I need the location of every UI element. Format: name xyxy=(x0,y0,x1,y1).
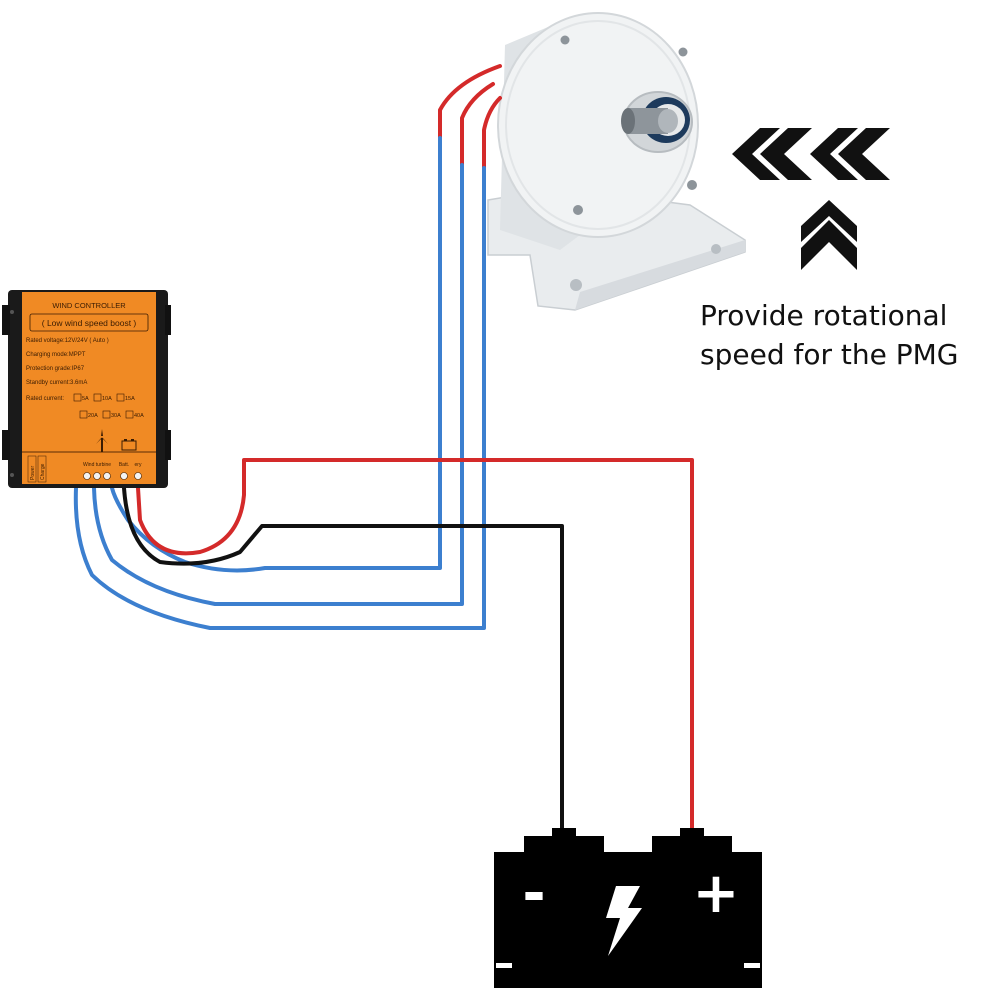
double-chevron-left-icon xyxy=(732,128,890,180)
battery-terminal-positive xyxy=(652,836,732,854)
housing-bolt xyxy=(687,180,697,190)
double-chevron-up-icon xyxy=(801,200,857,270)
terminal-label-wind-turbine: Wind turbine xyxy=(83,462,111,468)
phase-wire-2 xyxy=(92,163,464,606)
current-option-5a: 5A xyxy=(82,396,89,402)
spec-rated-voltage: Rated voltage:12V/24V ( Auto ) xyxy=(26,338,109,344)
battery-terminal-negative xyxy=(524,836,604,854)
rated-current-label: Rated current: xyxy=(26,396,64,402)
current-option-40a: 40A xyxy=(134,413,144,419)
phase-wire-3 xyxy=(73,166,486,630)
current-option-20a: 20A xyxy=(88,413,98,419)
current-option-30a: 30A xyxy=(111,413,121,419)
wind-controller: WIND CONTROLLER ( Low wind speed boost )… xyxy=(2,290,171,488)
battery: - + xyxy=(494,828,762,988)
housing-bolt xyxy=(560,35,570,45)
battery-minus-symbol: - xyxy=(522,861,545,926)
spec-protection-grade: Protection grade:IP67 xyxy=(26,366,85,372)
battery-mini-icon xyxy=(121,439,137,451)
spec-charging-mode: Charging mode:MPPT xyxy=(26,352,86,358)
current-option-15a: 15A xyxy=(125,396,135,402)
positive-wire xyxy=(136,458,694,840)
current-option-10a: 10A xyxy=(102,396,112,402)
turbine-icon xyxy=(96,429,108,452)
battery-plus-symbol: + xyxy=(693,861,740,926)
annotation-line-1: Provide rotational xyxy=(700,299,948,332)
generator-shaft xyxy=(621,91,693,153)
terminal-label-ery: ery xyxy=(135,462,142,468)
spec-standby-current: Standby current:3.6mA xyxy=(26,380,87,386)
annotation-line-2: speed for the PMG xyxy=(700,338,959,371)
housing-bolt xyxy=(678,47,688,57)
wires xyxy=(73,64,694,840)
pmg-annotation: Provide rotational speed for the PMG xyxy=(700,296,980,374)
port-label-power: Power xyxy=(30,465,36,480)
terminal-label-batt: Batt. xyxy=(119,462,129,468)
housing-bolt xyxy=(573,205,583,215)
negative-wire xyxy=(122,486,564,840)
controller-subtitle: ( Low wind speed boost ) xyxy=(42,318,137,328)
controller-title: WIND CONTROLLER xyxy=(52,301,126,310)
port-label-charge: Charge xyxy=(40,463,46,480)
generator-housing xyxy=(497,12,699,238)
pmg-generator xyxy=(487,12,746,311)
lightning-bolt-icon xyxy=(606,886,642,956)
phase-wire-1 xyxy=(110,136,442,573)
terminal-screws xyxy=(83,472,142,480)
